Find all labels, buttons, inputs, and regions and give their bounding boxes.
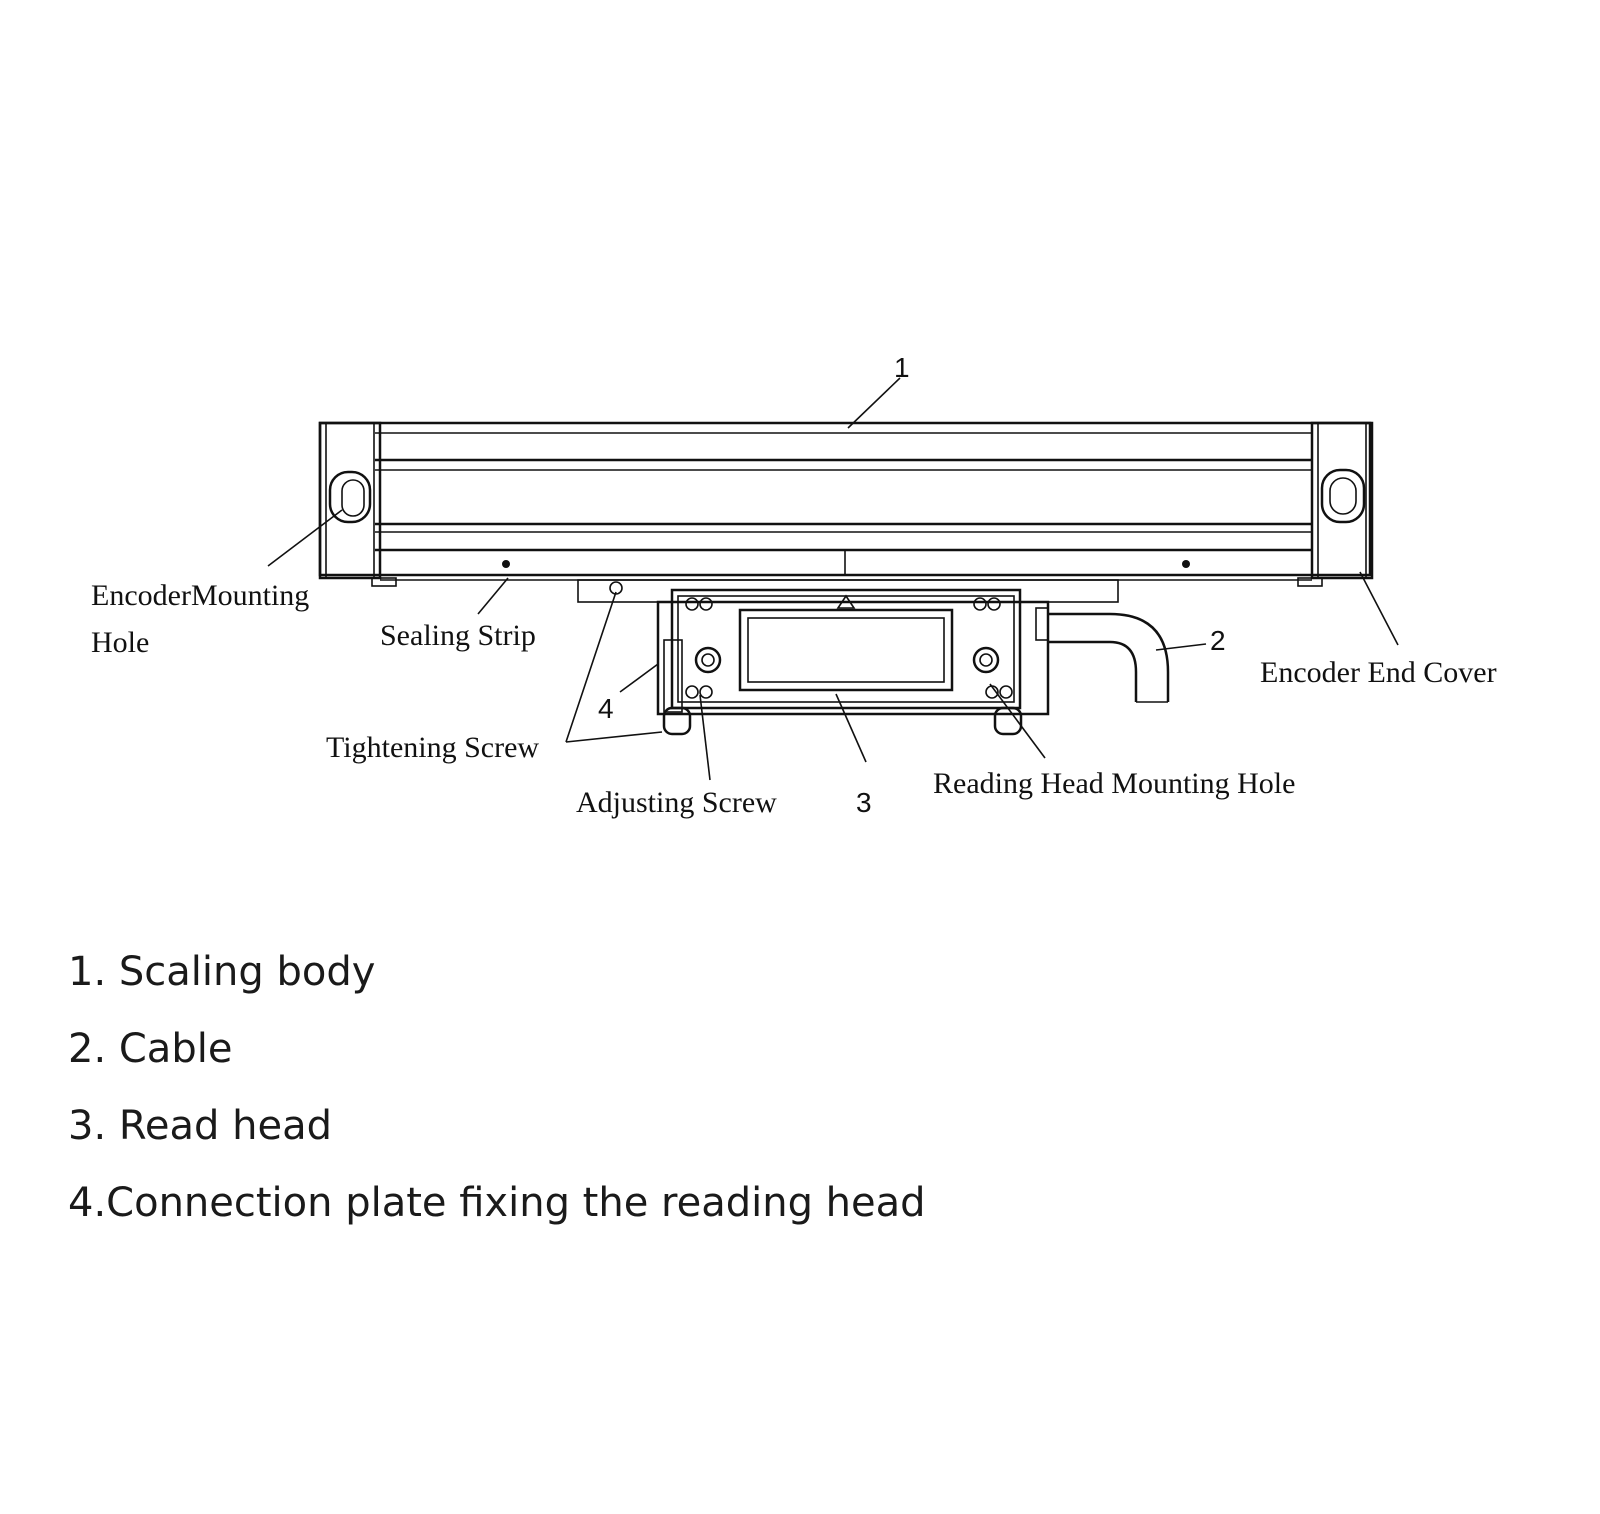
legend-item-read-head: 3. Read head (68, 1103, 332, 1149)
parts-legend: 1. Scaling body 2. Cable 3. Read head 4.… (68, 948, 1548, 1256)
legend-item-scaling-body: 1. Scaling body (68, 949, 376, 995)
right-end-cap (1297, 421, 1374, 587)
leader-lines (267, 377, 1399, 781)
cable (1035, 607, 1170, 703)
callout-3: 3 (856, 787, 872, 818)
callout-2: 2 (1210, 625, 1226, 656)
reading-head-mounting-hole-label: Reading Head Mounting Hole (933, 767, 1295, 800)
encoder-end-cover-label: Encoder End Cover (1260, 656, 1497, 689)
linear-encoder-diagram: 1 EncoderMounting Hole Sealing Strip 4 T… (91, 352, 1497, 819)
left-end-cap (318, 421, 397, 587)
legend-item-connection-plate: 4.Connection plate fixing the reading he… (68, 1180, 926, 1226)
encoder-mounting-hole-label-line2: Hole (91, 626, 149, 659)
connection-plate (609, 581, 1050, 736)
legend-item-cable: 2. Cable (68, 1026, 233, 1072)
callout-1: 1 (894, 352, 910, 383)
tightening-screw-label: Tightening Screw (326, 731, 539, 764)
callout-4: 4 (598, 693, 614, 724)
sealing-strip-label: Sealing Strip (380, 619, 536, 652)
adjusting-screw-label: Adjusting Screw (576, 786, 777, 819)
scale-body (318, 421, 1372, 577)
reading-head (670, 588, 1022, 710)
encoder-mounting-hole-label-line1: EncoderMounting (91, 579, 309, 612)
